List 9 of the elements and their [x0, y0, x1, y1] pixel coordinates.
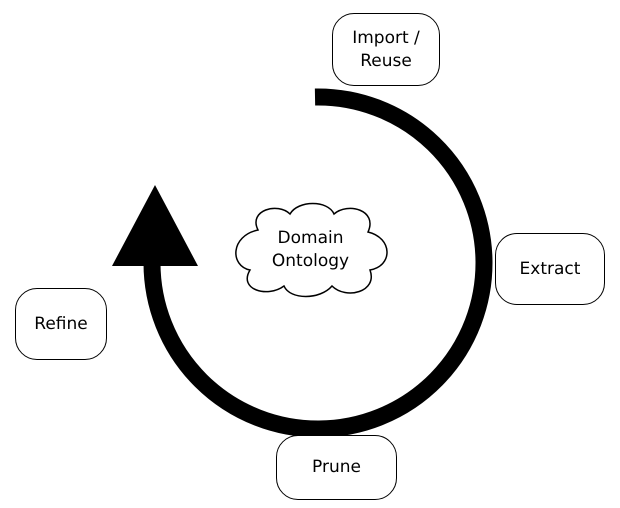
node-label: Import / Reuse	[351, 26, 421, 72]
node-label: Domain Ontology	[270, 227, 350, 273]
node-label: Extract	[518, 258, 582, 280]
process-box	[495, 233, 605, 305]
process-box	[332, 13, 440, 86]
node-label: Refine	[33, 312, 89, 336]
process-box	[15, 288, 107, 360]
process-box	[276, 435, 397, 500]
node-label: Prune	[311, 456, 362, 479]
